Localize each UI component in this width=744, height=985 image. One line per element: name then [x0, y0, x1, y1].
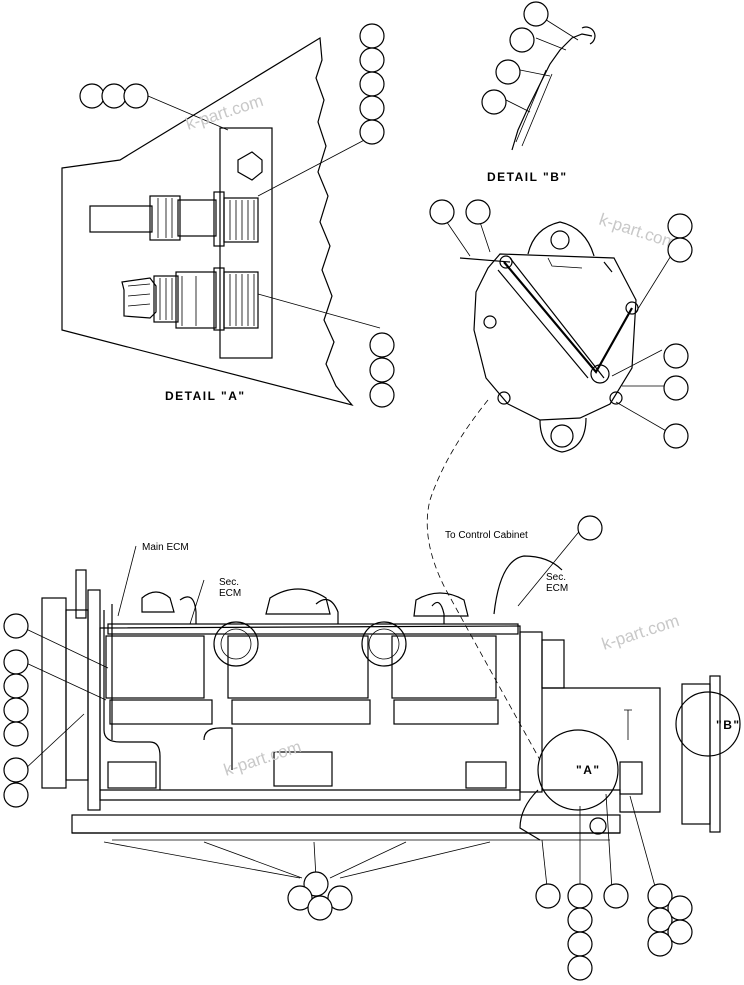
- watermark: k-part.com: [183, 91, 265, 134]
- callout-bubble: [3, 649, 29, 675]
- left-turbo: [213, 621, 259, 667]
- sec-ecm-right-label-line2: ECM: [546, 583, 568, 594]
- bulkhead-plate: [219, 127, 273, 359]
- right-turbo: [361, 621, 407, 667]
- to-control-cabinet-label: To Control Cabinet: [445, 530, 528, 541]
- callout-b-label: "B": [716, 718, 741, 732]
- callout-bubble: [303, 871, 329, 897]
- callout-bubble: [663, 423, 689, 449]
- callout-bubble: [663, 375, 689, 401]
- callout-bubble: [3, 782, 29, 808]
- detail-a-title: DETAIL "A": [165, 389, 246, 403]
- engine-assembly: [23, 527, 741, 897]
- callout-bubble: [79, 83, 105, 109]
- callout-bubble: [567, 883, 593, 909]
- callout-bubble: [307, 895, 333, 921]
- watermark: k-part.com: [221, 737, 303, 780]
- callout-bubble: [567, 931, 593, 957]
- watermark: k-part.com: [597, 210, 679, 253]
- callout-bubble: [369, 382, 395, 408]
- sec-ecm-left-label-line2: ECM: [219, 588, 241, 599]
- callout-bubble: [359, 95, 385, 121]
- callout-bubble: [123, 83, 149, 109]
- detail-a-view: DETAIL "A": [61, 36, 381, 407]
- callout-bubble: [567, 955, 593, 981]
- callout-bubble: [577, 515, 603, 541]
- watermark: k-part.com: [599, 611, 681, 654]
- sec-ecm-right-label-line1: Sec.: [546, 572, 566, 583]
- callout-bubble: [481, 89, 507, 115]
- engine-block: [99, 625, 521, 801]
- callout-bubble: [667, 237, 693, 263]
- callout-bubble: [567, 907, 593, 933]
- callout-bubble: [327, 885, 353, 911]
- callout-bubble: [667, 213, 693, 239]
- callout-bubble: [369, 357, 395, 383]
- callout-bubble: [523, 1, 549, 27]
- alternator-view: [439, 209, 683, 453]
- callout-bubble: [465, 199, 491, 225]
- callout-bubble: [647, 931, 673, 957]
- sec-ecm-left-label-line1: Sec.: [219, 577, 239, 588]
- callout-bubble: [101, 83, 127, 109]
- callout-bubble: [3, 697, 29, 723]
- harness-main: [103, 610, 161, 790]
- base-skid: [71, 814, 621, 834]
- detail-a-callout-circle: [537, 729, 619, 811]
- main-ecm-label: Main ECM: [142, 542, 189, 553]
- callout-bubble: [359, 23, 385, 49]
- callout-bubble: [495, 59, 521, 85]
- upper-connector: [89, 191, 259, 247]
- callout-bubble: [287, 885, 313, 911]
- dashed-link: [426, 399, 541, 761]
- callout-bubble: [429, 199, 455, 225]
- callout-a-label: "A": [576, 763, 601, 777]
- callout-bubble: [663, 343, 689, 369]
- callout-bubble: [3, 757, 29, 783]
- callout-bubble: [667, 919, 693, 945]
- callout-bubble: [535, 883, 561, 909]
- lower-connector: [121, 267, 259, 331]
- callout-bubble: [3, 721, 29, 747]
- harness-to-control: [493, 555, 563, 615]
- callout-bubble: [359, 71, 385, 97]
- callout-bubble: [509, 27, 535, 53]
- detail-b-view: DETAIL "B": [487, 15, 596, 184]
- detail-a-outline: [61, 36, 354, 407]
- callout-bubble: [369, 332, 395, 358]
- callout-bubble: [359, 119, 385, 145]
- sensor-probe: [511, 33, 593, 151]
- callout-bubble: [603, 883, 629, 909]
- detail-b-title: DETAIL "B": [487, 170, 568, 184]
- plate-hex-bolt: [237, 151, 263, 181]
- callout-bubble: [359, 47, 385, 73]
- callout-bubble: [3, 613, 29, 639]
- fan-hub: [41, 597, 67, 789]
- callout-bubble: [3, 673, 29, 699]
- callout-bubbles: [3, 1, 693, 981]
